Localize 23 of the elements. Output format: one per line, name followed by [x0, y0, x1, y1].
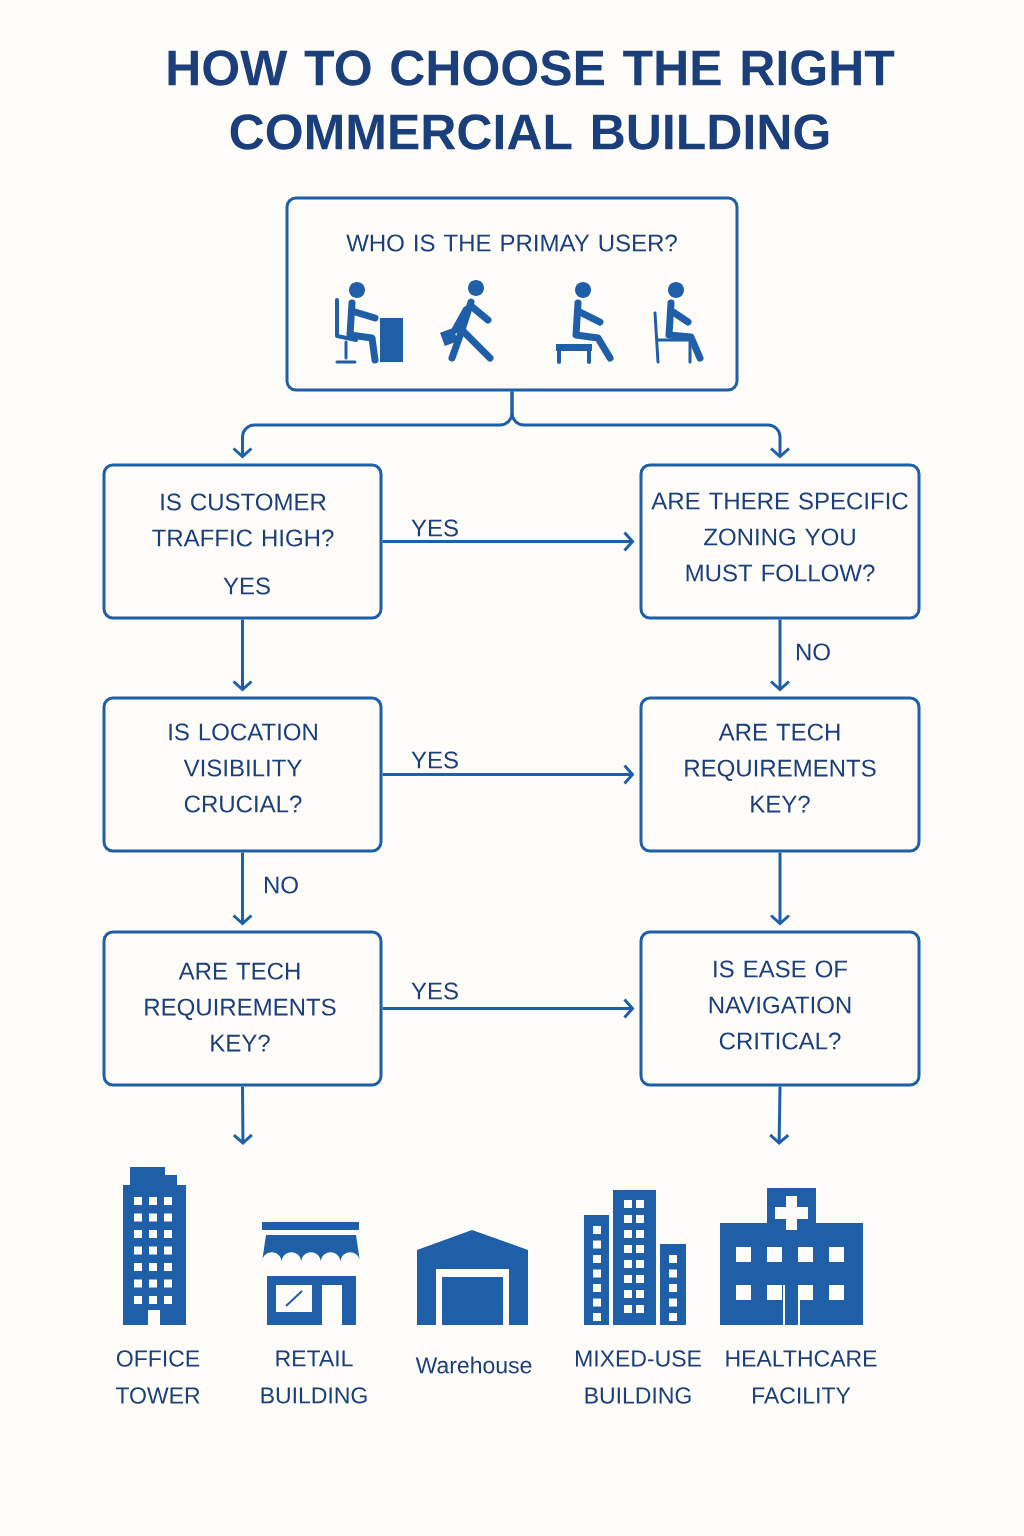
arrow: [232, 619, 253, 692]
arrow: [232, 852, 253, 926]
arrow: [382, 998, 635, 1019]
arrow: [770, 852, 790, 926]
arrow: [382, 531, 635, 552]
building-label: MIXED-USE BUILDING: [576, 1350, 701, 1404]
question-box: IS CUSTOMER TRAFFIC HIGH? YES: [102, 463, 383, 620]
arrow: [769, 1086, 790, 1145]
arrow: [232, 1086, 253, 1145]
question-box: ARE THERE SPECIFIC ZONING YOU MUST FOLLOW?: [639, 463, 921, 620]
arrow: [510, 391, 790, 459]
building-label: RETAIL BUILDING: [261, 1350, 367, 1404]
question-box: IS LOCATION VISIBILITY CRUCIAL?: [102, 696, 383, 853]
question-box: IS EASE OF NAVIGATION CRITICAL?: [639, 930, 921, 1087]
question-box: ARE TECH REQUIREMENTS KEY?: [102, 930, 383, 1087]
building-label: HEALTHCARE FACILITY: [726, 1350, 877, 1404]
building-label: OFFICE TOWER: [115, 1350, 200, 1404]
arrow: [770, 619, 790, 692]
arrow: [382, 764, 635, 785]
question-box: ARE TECH REQUIREMENTS KEY?: [639, 696, 921, 853]
title: HOW TO CHOOSE THE RIGHT COMMERCIAL BUILDING: [168, 50, 895, 150]
question-box: WHO IS THE PRIMAY USER?: [285, 196, 739, 392]
building-label: Warehouse: [415, 1356, 532, 1374]
